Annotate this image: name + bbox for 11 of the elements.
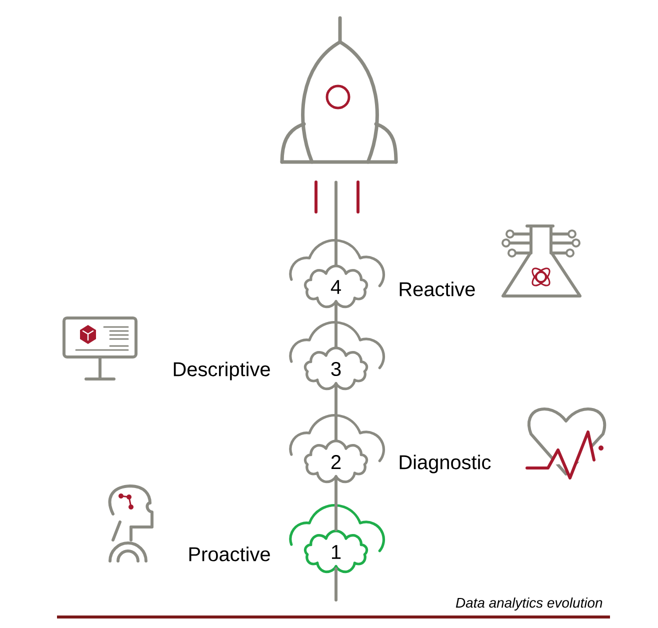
rocket-drawing	[280, 16, 398, 214]
caption-text: Data analytics evolution	[456, 597, 602, 610]
stage-label: Reactive	[400, 282, 475, 296]
stage-label: Descriptive	[174, 362, 270, 380]
connector-line	[334, 302, 338, 348]
stage-label: Proactive	[189, 546, 270, 562]
connector-line	[334, 180, 338, 266]
connector-line	[334, 384, 338, 442]
connector-line	[334, 477, 338, 532]
connector-line	[334, 567, 338, 602]
stage-label: Diagnostic	[400, 454, 491, 474]
